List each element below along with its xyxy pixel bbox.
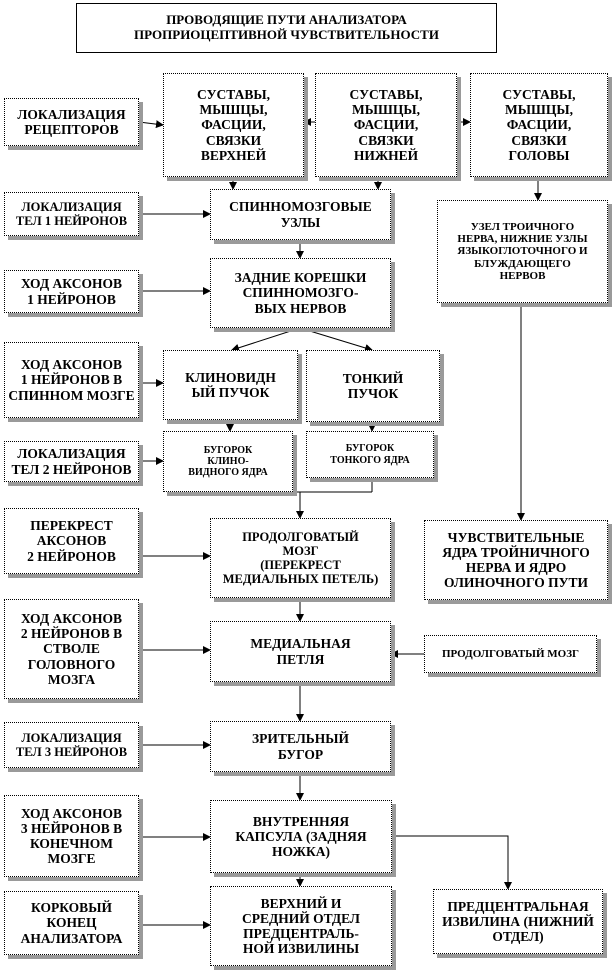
node-joints-lower: СУСТАВЫ, МЫШЦЫ, ФАСЦИИ, СВЯЗКИ НИЖНЕЙ xyxy=(315,73,457,177)
node-thalamus: ЗРИТЕЛЬНЫЙ БУГОР xyxy=(210,721,391,772)
label-neuron2-bodies: ЛОКАЛИЗАЦИЯ ТЕЛ 2 НЕЙРОНОВ xyxy=(4,441,139,482)
node-internal-capsule: ВНУТРЕННЯЯ КАПСУЛА (ЗАДНЯЯ НОЖКА) xyxy=(210,800,392,873)
label-cortical-end: КОРКОВЫЙ КОНЕЦ АНАЛИЗАТОРА xyxy=(4,891,139,955)
node-dorsal-roots: ЗАДНИЕ КОРЕШКИ СПИННОМОЗГО- ВЫХ НЕРВОВ xyxy=(210,258,391,328)
label-neuron1-axons: ХОД АКСОНОВ 1 НЕЙРОНОВ xyxy=(4,270,139,313)
label-neuron2-crossing: ПЕРЕКРЕСТ АКСОНОВ 2 НЕЙРОНОВ xyxy=(4,508,139,574)
label-receptor-location: ЛОКАЛИЗАЦИЯ РЕЦЕПТОРОВ xyxy=(4,98,139,146)
label-neuron2-axons-brainstem: ХОД АКСОНОВ 2 НЕЙРОНОВ В СТВОЛЕ ГОЛОВНОГ… xyxy=(4,599,139,699)
arrow-capsule-precentral xyxy=(392,835,512,890)
label-neuron1-axons-spinal: ХОД АКСОНОВ 1 НЕЙРОНОВ В СПИННОМ МОЗГЕ xyxy=(4,342,139,418)
node-precentral-upper-middle: ВЕРХНИЙ И СРЕДНИЙ ОТДЕЛ ПРЕДЦЕНТРАЛЬ- НО… xyxy=(210,886,392,966)
node-cuneate-fasciculus: КЛИНОВИДН ЫЙ ПУЧОК xyxy=(163,350,298,420)
node-medial-lemniscus: МЕДИАЛЬНАЯ ПЕТЛЯ xyxy=(210,621,391,682)
node-medulla-crossing: ПРОДОЛГОВАТЫЙ МОЗГ (ПЕРЕКРЕСТ МЕДИАЛЬНЫХ… xyxy=(210,518,391,598)
arrow-roots-cuneate xyxy=(231,327,301,352)
node-sensory-nuclei: ЧУВСТВИТЕЛЬНЫЕ ЯДРА ТРОЙНИЧНОГО НЕРВА И … xyxy=(424,520,608,600)
node-spinal-ganglia: СПИННОМОЗГОВЫЕ УЗЛЫ xyxy=(210,189,391,240)
node-joints-head: СУСТАВЫ, МЫШЦЫ, ФАСЦИИ, СВЯЗКИ ГОЛОВЫ xyxy=(470,73,608,177)
node-gracile-nucleus: БУГОРОК ТОНКОГО ЯДРА xyxy=(306,431,434,478)
label-neuron3-bodies: ЛОКАЛИЗАЦИЯ ТЕЛ 3 НЕЙРОНОВ xyxy=(4,722,139,768)
node-trigeminal-ganglion: УЗЕЛ ТРОИЧНОГО НЕРВА, НИЖНИЕ УЗЛЫ ЯЗЫКОГ… xyxy=(437,200,608,303)
diagram-title: ПРОВОДЯЩИЕ ПУТИ АНАЛИЗАТОРА ПРОПРИОЦЕПТИ… xyxy=(76,3,497,53)
label-neuron3-axons-telencephalon: ХОД АКСОНОВ 3 НЕЙРОНОВ В КОНЕЧНОМ МОЗГЕ xyxy=(4,795,139,877)
arrow-receptors xyxy=(138,120,164,129)
node-medulla-right: ПРОДОЛГОВАТЫЙ МОЗГ xyxy=(424,635,597,673)
node-joints-upper: СУСТАВЫ, МЫШЦЫ, ФАСЦИИ, СВЯЗКИ ВЕРХНЕЙ xyxy=(163,73,304,177)
node-gracile-fasciculus: ТОНКИЙ ПУЧОК xyxy=(306,350,440,422)
node-precentral-lower: ПРЕДЦЕНТРАЛЬНАЯ ИЗВИЛИНА (НИЖНИЙ ОТДЕЛ) xyxy=(433,889,603,954)
arrow-roots-gracile xyxy=(299,327,373,352)
label-neuron1-bodies: ЛОКАЛИЗАЦИЯ ТЕЛ 1 НЕЙРОНОВ xyxy=(4,192,139,236)
node-cuneate-nucleus: БУГОРОК КЛИНО- ВИДНОГО ЯДРА xyxy=(163,431,293,492)
